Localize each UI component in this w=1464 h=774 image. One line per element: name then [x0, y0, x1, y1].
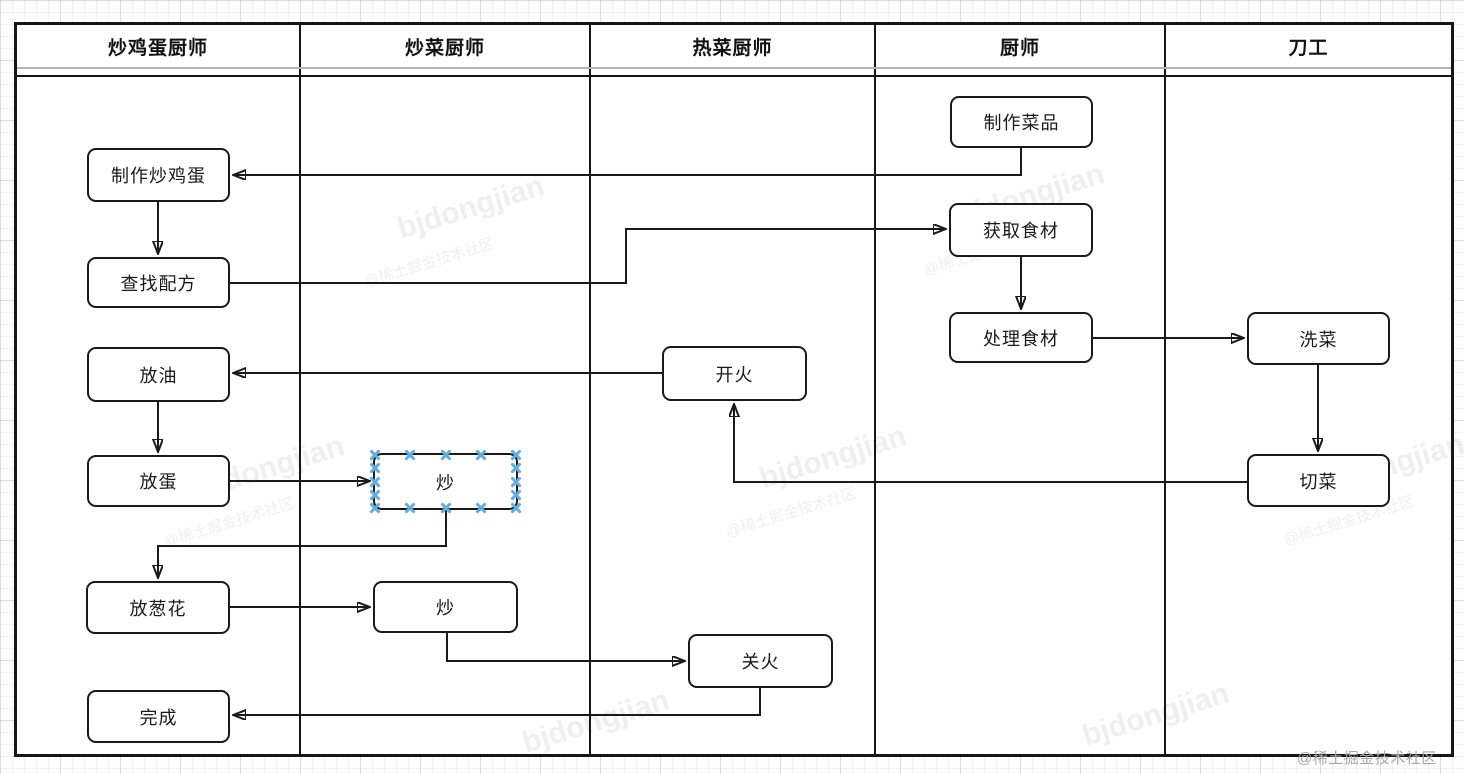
selection-handle[interactable] — [404, 449, 417, 462]
lane-divider — [874, 22, 876, 757]
connector-stir-fry-1-to-add-scallion[interactable] — [158, 510, 447, 577]
connector-cut-vegetables-to-light-fire[interactable] — [734, 405, 1247, 483]
node-process-ingredients[interactable]: 处理食材 — [949, 312, 1093, 363]
selection-handle[interactable] — [369, 502, 382, 515]
lane-header-knife-work[interactable]: 刀工 — [1288, 37, 1329, 59]
node-make-dish[interactable]: 制作菜品 — [950, 96, 1093, 148]
selection-handle[interactable] — [510, 502, 523, 515]
connector-stir-fry-2-to-off-fire[interactable] — [446, 633, 684, 661]
selection-handle[interactable] — [439, 502, 452, 515]
selection-handle[interactable] — [369, 462, 382, 475]
node-wash-vegetables[interactable]: 洗菜 — [1247, 312, 1390, 365]
selection-handle[interactable] — [404, 502, 417, 515]
node-label: 炒 — [436, 472, 455, 493]
node-done[interactable]: 完成 — [87, 690, 230, 743]
node-stir-fry-1-selected[interactable]: 炒 — [373, 453, 518, 510]
lane-header-hot-dish-chef[interactable]: 热菜厨师 — [692, 37, 773, 59]
lane-divider — [589, 22, 591, 757]
header-separator-gray — [17, 67, 1451, 69]
node-add-oil[interactable]: 放油 — [87, 347, 230, 402]
selection-handle[interactable] — [510, 449, 523, 462]
lane-divider — [299, 22, 301, 757]
node-add-scallion[interactable]: 放葱花 — [86, 581, 230, 634]
selection-handle[interactable] — [510, 475, 523, 488]
selection-handle[interactable] — [439, 449, 452, 462]
connector-off-fire-to-done[interactable] — [234, 688, 761, 715]
selection-handle[interactable] — [369, 475, 382, 488]
node-get-ingredients[interactable]: 获取食材 — [949, 203, 1093, 257]
connector-find-recipe-to-get-ingredients[interactable] — [230, 229, 945, 284]
selection-handle[interactable] — [474, 502, 487, 515]
lane-header-chef[interactable]: 厨师 — [999, 37, 1040, 59]
selection-handle[interactable] — [369, 488, 382, 501]
node-off-fire[interactable]: 关火 — [688, 634, 833, 688]
node-stir-fry-2[interactable]: 炒 — [373, 581, 518, 633]
header-separator-black — [15, 75, 1453, 77]
selection-handle[interactable] — [369, 449, 382, 462]
lane-header-fried-egg-chef[interactable]: 炒鸡蛋厨师 — [107, 37, 208, 59]
node-find-recipe[interactable]: 查找配方 — [87, 257, 230, 308]
node-cut-vegetables[interactable]: 切菜 — [1247, 454, 1390, 507]
lane-divider — [1164, 22, 1166, 757]
node-light-fire[interactable]: 开火 — [662, 346, 807, 401]
juejin-watermark-credit: @稀土掘金技术社区 — [1297, 750, 1437, 767]
selection-handle[interactable] — [474, 449, 487, 462]
connector-make-dish-to-make-scrambled-egg[interactable] — [234, 148, 1022, 175]
lane-header-stir-fry-chef[interactable]: 炒菜厨师 — [404, 37, 485, 59]
selection-handle[interactable] — [510, 462, 523, 475]
selection-handle[interactable] — [510, 488, 523, 501]
node-make-scrambled-egg[interactable]: 制作炒鸡蛋 — [87, 148, 230, 202]
node-add-egg[interactable]: 放蛋 — [87, 455, 230, 507]
